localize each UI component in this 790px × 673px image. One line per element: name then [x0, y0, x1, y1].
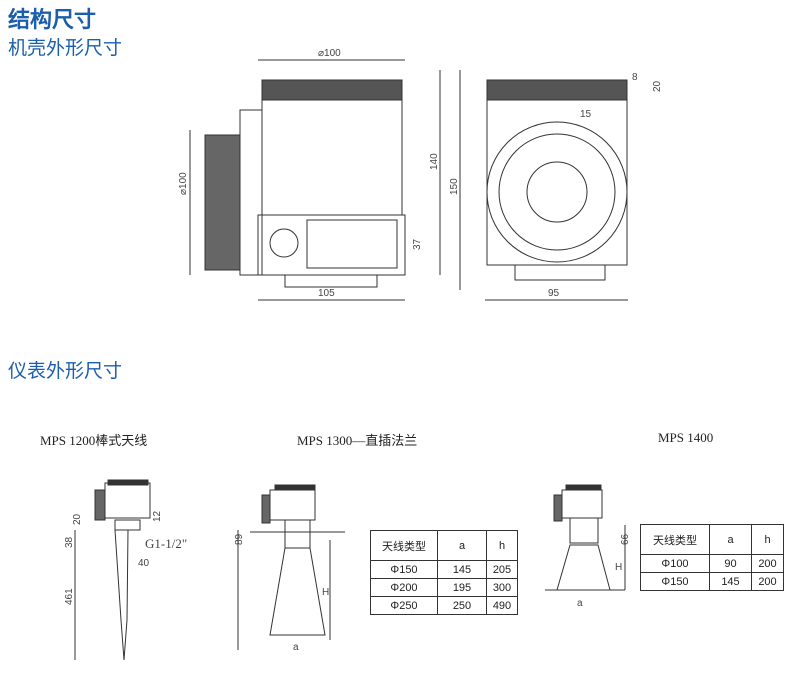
mps1400-drawing	[545, 484, 626, 591]
dim-width-95: 95	[548, 288, 560, 299]
cell: 205	[486, 560, 518, 579]
dim-20: 20	[72, 513, 83, 525]
header-cell: 天线类型	[370, 530, 438, 561]
dim-20: 20	[652, 80, 663, 92]
model-label-mps1400: MPS 1400	[658, 430, 714, 445]
dim-H: H	[615, 562, 622, 573]
header-cell: a	[437, 530, 487, 561]
cell: 300	[486, 578, 518, 597]
thread-label: G1-1/2"	[145, 536, 187, 551]
dim-left-diameter: ⌀100	[178, 172, 189, 195]
cell: Φ150	[640, 572, 710, 591]
cell: Φ200	[370, 578, 438, 597]
model-label-mps1300: MPS 1300—直插法兰	[297, 433, 418, 448]
dim-H: H	[322, 587, 329, 598]
cell: 250	[437, 596, 487, 615]
dim-150: 150	[449, 178, 460, 195]
dim-38: 38	[64, 536, 75, 548]
housing-side-view	[486, 79, 628, 281]
cell: 200	[751, 554, 784, 573]
dim-37: 37	[412, 238, 423, 250]
header-cell: h	[486, 530, 518, 561]
instrument-section-title: 仪表外形尺寸	[8, 360, 123, 382]
dim-width-105: 105	[318, 288, 335, 299]
cell: Φ150	[370, 560, 438, 579]
dim-40: 40	[138, 558, 150, 569]
mps1300-drawing	[237, 484, 345, 650]
header-cell: 天线类型	[640, 524, 710, 555]
dim-140: 140	[429, 153, 440, 170]
header-cell: a	[709, 524, 752, 555]
dim-a: a	[577, 598, 583, 609]
cell: 145	[437, 560, 487, 579]
dim-12: 12	[152, 510, 163, 522]
dim-66: 66	[620, 533, 631, 545]
cell: 490	[486, 596, 518, 615]
model-label-mps1200: MPS 1200棒式天线	[40, 433, 148, 448]
cell: 195	[437, 578, 487, 597]
dim-a: a	[293, 642, 299, 653]
cell: Φ250	[370, 596, 438, 615]
cell: 90	[709, 554, 752, 573]
dim-top-diameter: ⌀100	[318, 48, 341, 59]
dim-461: 461	[64, 588, 75, 605]
cell: 200	[751, 572, 784, 591]
cell: 145	[709, 572, 752, 591]
dim-8: 8	[632, 72, 638, 83]
dim-89: 89	[234, 533, 245, 545]
housing-front-view	[204, 79, 406, 288]
dim-15: 15	[580, 109, 592, 120]
mps1200-drawing	[74, 479, 151, 661]
page-title: 结构尺寸	[8, 8, 97, 33]
header-cell: h	[751, 524, 784, 555]
cell: Φ100	[640, 554, 710, 573]
housing-section-title: 机壳外形尺寸	[8, 37, 123, 59]
